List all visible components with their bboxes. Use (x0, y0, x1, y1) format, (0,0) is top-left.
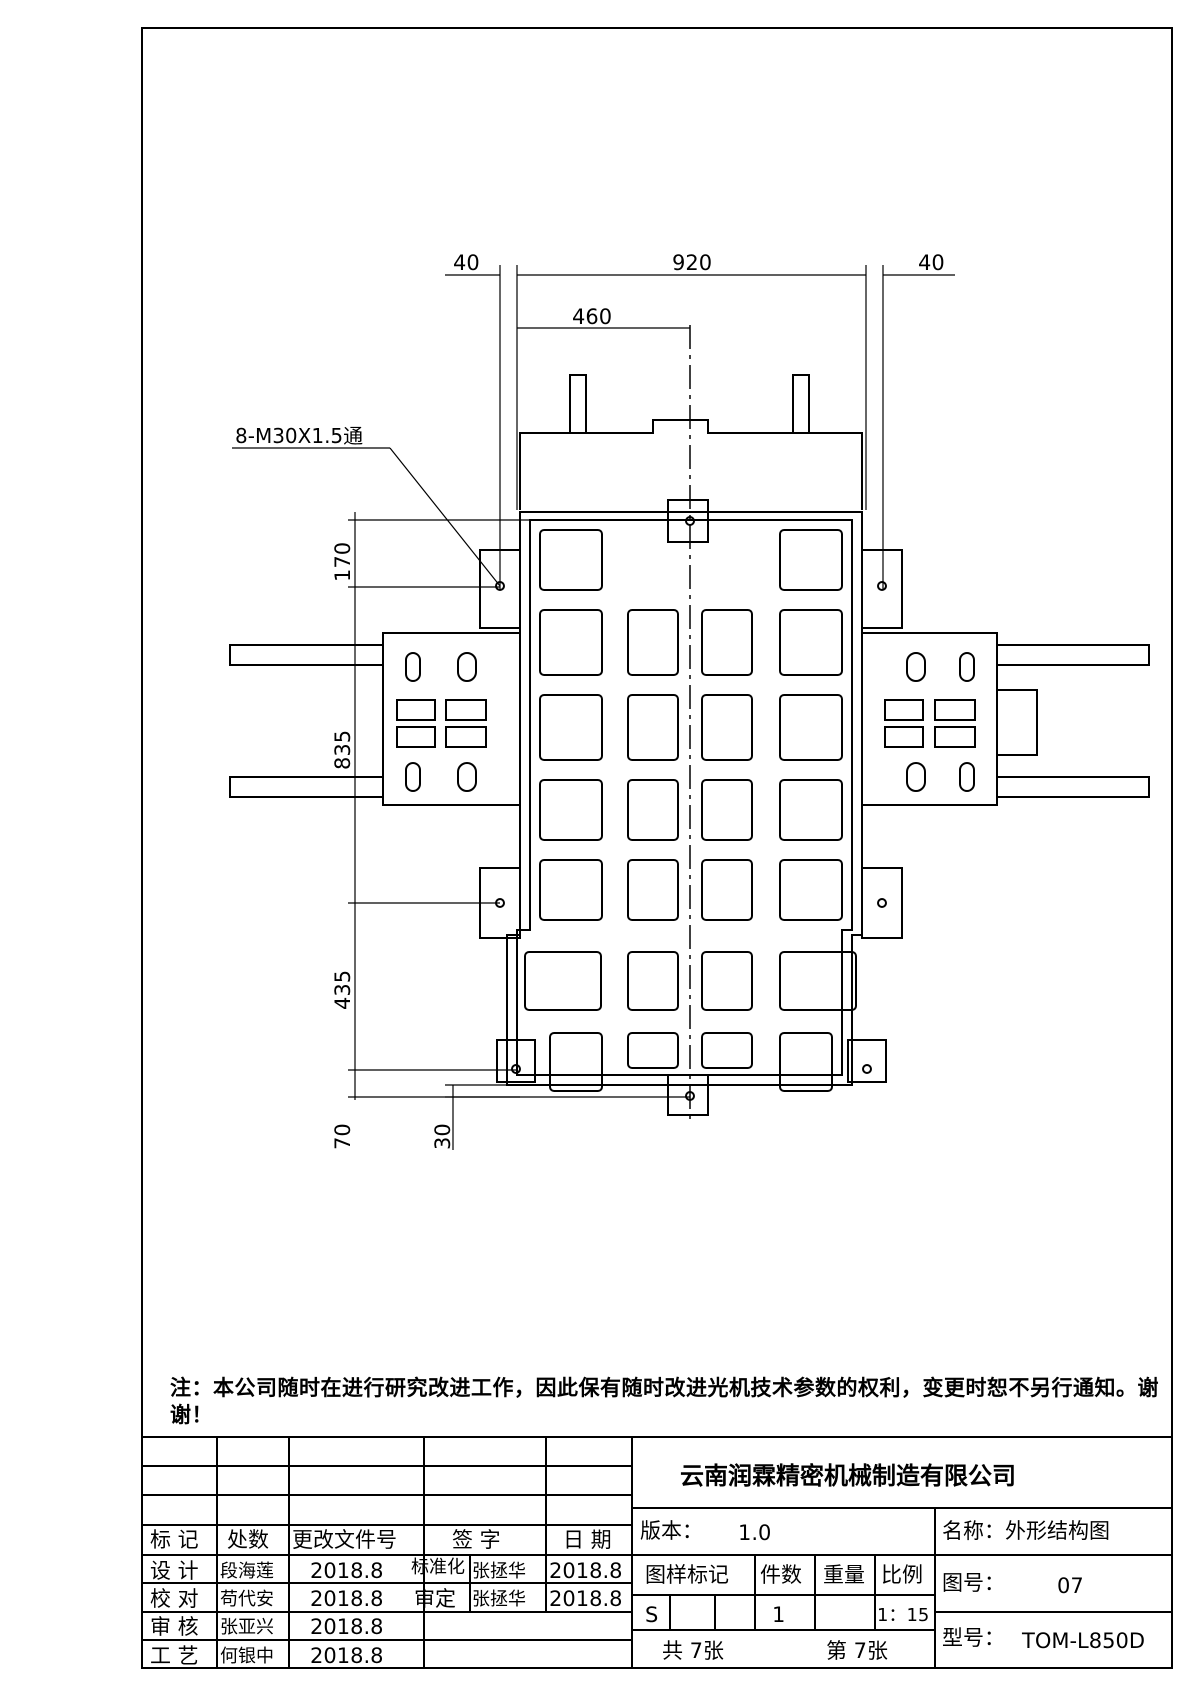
date-standardize: 2018.8 (549, 1559, 622, 1583)
date-design: 2018.8 (310, 1559, 383, 1583)
title-block-grid (141, 1436, 1173, 1669)
thread-holes (495, 516, 887, 1101)
machine-table-top-view (229, 374, 1150, 1116)
col-pattern-mark: 图样标记 (645, 1563, 729, 1587)
name-approve: 张拯华 (472, 1589, 526, 1610)
dim-920: 920 (672, 251, 712, 275)
header-date: 日 期 (563, 1528, 612, 1552)
name-review: 张亚兴 (220, 1617, 274, 1638)
name-process: 何银中 (220, 1646, 274, 1667)
company-name: 云南润霖精密机械制造有限公司 (680, 1462, 1016, 1490)
total-sheets: 共 7张 (662, 1639, 724, 1663)
date-approve: 2018.8 (549, 1587, 622, 1611)
version-value: 1.0 (738, 1521, 771, 1545)
model-label: 型号： (942, 1626, 1005, 1650)
name-design: 段海莲 (220, 1561, 274, 1582)
date-review: 2018.8 (310, 1615, 383, 1639)
header-change-doc: 更改文件号 (292, 1528, 397, 1552)
callout-leader (389, 447, 501, 587)
dim-170: 170 (331, 542, 355, 582)
header-signature: 签 字 (452, 1528, 501, 1552)
label-standardize: 标准化 (411, 1557, 465, 1578)
name-standardize: 张拯华 (472, 1561, 526, 1582)
dim-70: 70 (331, 1123, 355, 1150)
header-location: 处数 (227, 1528, 269, 1552)
dim-40-right: 40 (918, 251, 945, 275)
callout-thread-spec: 8-M30X1.5通 (235, 424, 363, 448)
col-qty: 件数 (760, 1563, 802, 1587)
dim-460: 460 (572, 305, 612, 329)
drawing-no-label: 图号： (942, 1571, 1005, 1595)
role-check: 校 对 (150, 1587, 199, 1611)
dim-30: 30 (431, 1123, 455, 1150)
dim-835: 835 (331, 730, 355, 770)
col-scale: 比例 (881, 1563, 923, 1587)
revision-note: 注：本公司随时在进行研究改进工作，因此保有随时改进光机技术参数的权利，变更时恕不… (170, 1376, 1159, 1427)
left-dimension-lines (348, 512, 690, 1150)
role-process: 工 艺 (150, 1644, 199, 1668)
dim-435: 435 (331, 970, 355, 1010)
col-weight: 重量 (823, 1563, 865, 1587)
drawing-no-value: 07 (1057, 1574, 1084, 1598)
model-value: TOM-L850D (1021, 1629, 1145, 1653)
role-review: 审 核 (150, 1615, 199, 1639)
scale-value: 1：15 (877, 1605, 929, 1626)
date-check: 2018.8 (310, 1587, 383, 1611)
top-dimension-lines (445, 265, 955, 590)
header-mark: 标 记 (150, 1528, 199, 1552)
sheet-number: 第 7张 (826, 1639, 888, 1663)
pattern-value: S (645, 1603, 658, 1627)
name-check: 苟代安 (220, 1589, 274, 1610)
qty-value: 1 (772, 1603, 785, 1627)
dim-40-left: 40 (453, 251, 480, 275)
drawing-name: 名称：外形结构图 (942, 1519, 1110, 1543)
role-design: 设 计 (150, 1559, 199, 1583)
label-approve: 审定 (414, 1587, 456, 1611)
version-label: 版本： (640, 1519, 703, 1543)
date-process: 2018.8 (310, 1644, 383, 1668)
